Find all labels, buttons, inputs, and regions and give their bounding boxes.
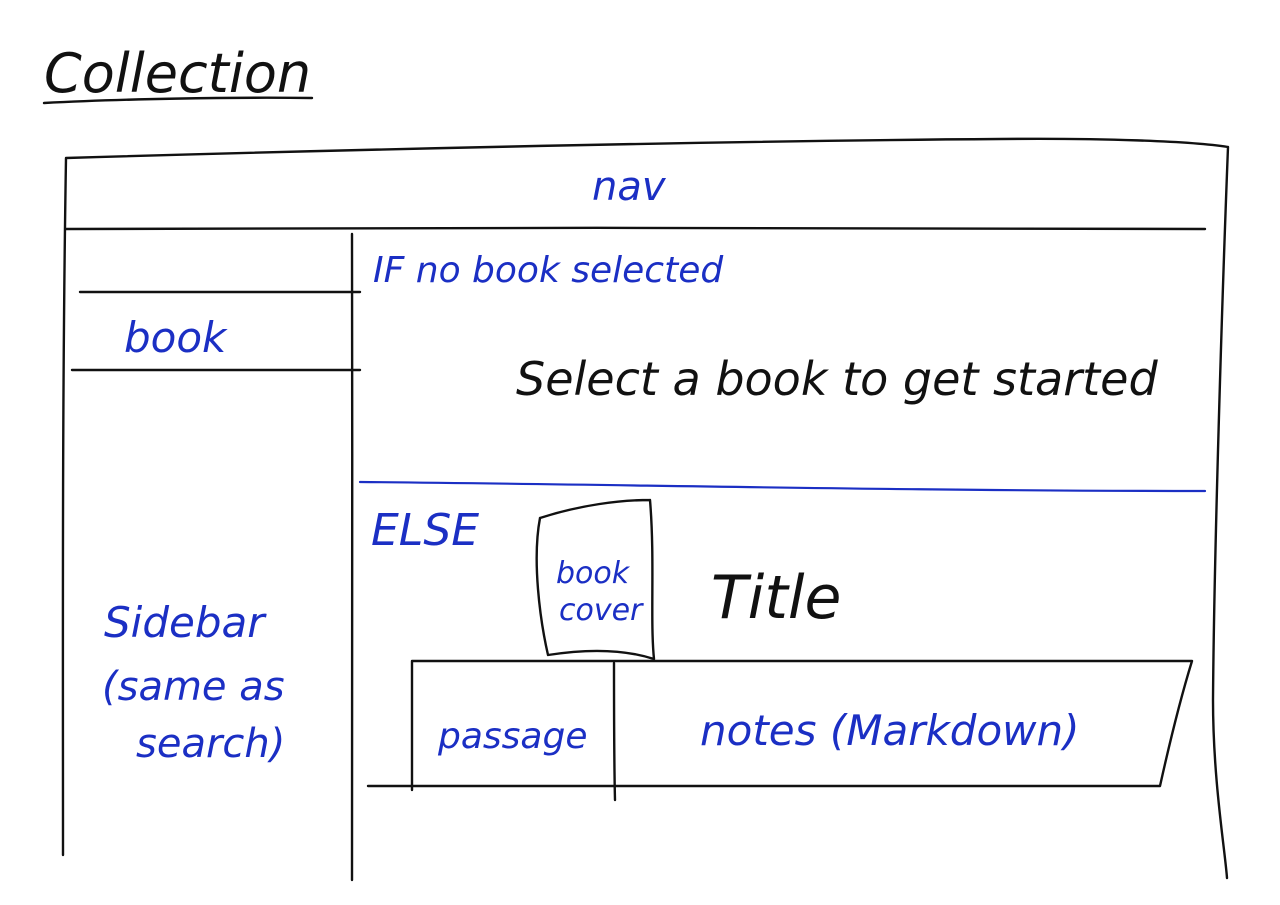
book-cover bbox=[535, 498, 656, 661]
page-title: Collection bbox=[44, 42, 311, 105]
sidebar-label: Sidebar (same as search) bbox=[102, 598, 285, 767]
if-else-separator bbox=[358, 480, 1207, 493]
book-title: Title bbox=[711, 563, 841, 633]
sidebar-label-line: search) bbox=[136, 721, 285, 767]
sidebar-label-line: (same as bbox=[102, 664, 285, 710]
book-cover-label: cover bbox=[559, 593, 644, 628]
sidebar-divider bbox=[350, 232, 354, 882]
window-frame bbox=[61, 137, 1230, 880]
else-condition-label: ELSE bbox=[371, 505, 479, 556]
notes-pane-label: notes (Markdown) bbox=[700, 706, 1080, 755]
if-condition-label: IF no book selected bbox=[373, 250, 724, 291]
page-title-underline bbox=[42, 96, 314, 105]
passage-notes-panel bbox=[366, 659, 1194, 792]
sidebar-label-line: Sidebar bbox=[104, 598, 267, 647]
passage-pane-label: passage bbox=[437, 716, 587, 757]
sidebar-book-item[interactable]: book bbox=[124, 313, 228, 362]
nav-bar-divider bbox=[64, 226, 1207, 231]
nav-bar-label: nav bbox=[592, 164, 667, 210]
passage-notes-divider bbox=[612, 661, 617, 802]
empty-state-message: Select a book to get started bbox=[516, 352, 1158, 406]
book-cover-label: book bbox=[556, 556, 631, 591]
